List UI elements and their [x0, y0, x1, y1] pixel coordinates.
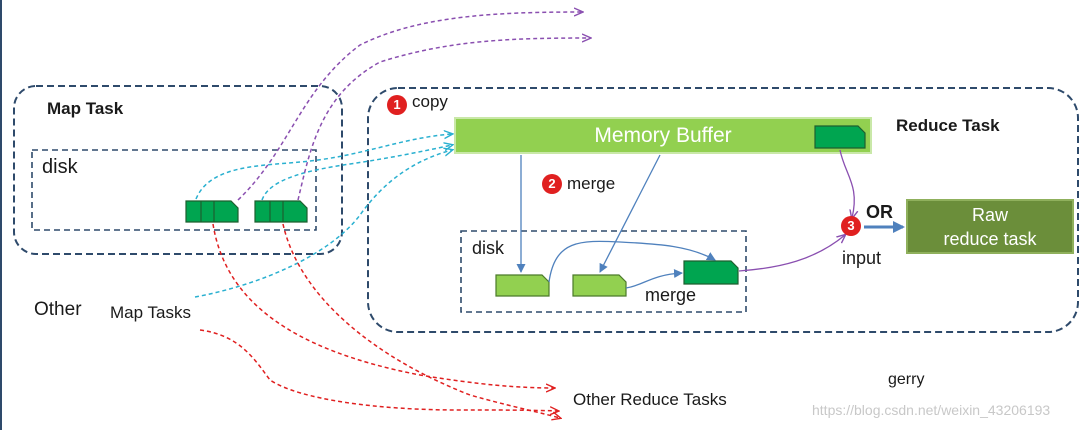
other-reduce-tasks-label: Other Reduce Tasks [573, 390, 727, 409]
watermark: https://blog.csdn.net/weixin_43206193 [812, 402, 1051, 418]
copy-arrow-from-map-2 [261, 145, 452, 201]
reduce-task-title: Reduce Task [896, 116, 1000, 135]
disk-merge-arrow-1 [548, 240, 716, 283]
reduce-disk-label: disk [472, 238, 505, 258]
buffer-to-reduce-arrow [839, 149, 854, 218]
input-label: input [842, 248, 882, 268]
map-disk-label: disk [42, 156, 78, 178]
raw-reduce-task-label: Raw reduce task [908, 203, 1072, 251]
disk-merge-arrow-2 [625, 269, 683, 289]
map-tasks-label: Map Tasks [110, 303, 191, 322]
map-output-to-reducer-arrow-1 [237, 12, 582, 201]
red-arrow-1 [212, 223, 554, 388]
step-1-badge: 1 [387, 95, 407, 115]
disk-to-reduce-arrow [738, 235, 845, 272]
reduce-spill-file-1 [495, 274, 550, 297]
raw-reduce-task-box [906, 199, 1074, 254]
reduce-spill-file-2 [572, 274, 627, 297]
memory-buffer [454, 117, 872, 154]
author-label: gerry [888, 371, 925, 388]
step-1-label: copy [412, 92, 448, 111]
merge-arrow-to-spill-2 [599, 154, 661, 273]
map-output-to-reducer-arrow-2 [297, 38, 590, 201]
merged-file [683, 260, 739, 285]
disk-merge-label: merge [645, 285, 697, 305]
map-spill-file-2 [254, 200, 308, 223]
step-2-label: merge [567, 174, 616, 193]
memory-buffer-segment [814, 125, 866, 149]
red-arrow-3 [199, 329, 558, 411]
step-3-badge: 3 [841, 216, 861, 236]
copy-arrow-from-map-1 [195, 134, 452, 200]
reduce-task-frame [367, 87, 1079, 333]
or-label: OR [866, 202, 893, 222]
map-disk-frame [31, 149, 317, 231]
red-arrow-2 [282, 223, 560, 418]
memory-buffer-label: Memory Buffer [594, 124, 732, 147]
map-task-frame [13, 85, 343, 255]
step-2-badge: 2 [542, 174, 562, 194]
map-spill-file-1 [185, 200, 239, 223]
other-label: Other [34, 299, 82, 320]
raw-reduce-line-2: reduce task [943, 229, 1037, 249]
reduce-disk-frame [460, 230, 747, 313]
copy-arrow-from-other-maps [194, 150, 452, 298]
raw-reduce-line-1: Raw [971, 205, 1008, 225]
map-task-title: Map Task [47, 99, 124, 118]
